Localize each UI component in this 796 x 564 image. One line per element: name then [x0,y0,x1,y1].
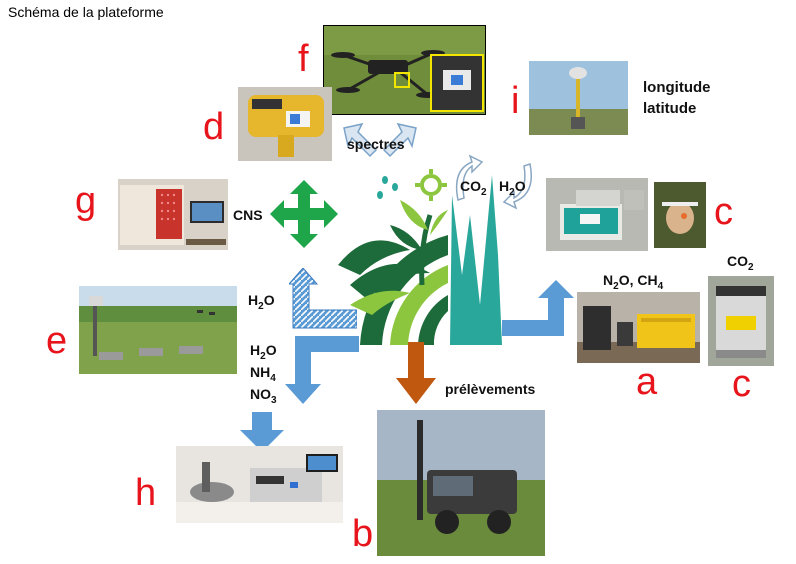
h2o-down-sub: 2 [260,350,266,362]
photo-co2-chamber [708,276,774,366]
nh4-label: NH4 [250,364,276,384]
no3-sub: 3 [271,394,277,406]
co2-right-base: CO [727,253,748,269]
cns-label: CNS [233,207,263,223]
leaching-arrow [285,336,359,404]
no3-label: NO3 [250,386,277,406]
nh4-base: NH [250,364,271,380]
label-letter-b: b [352,513,374,555]
n2o-ch4-p2: O, CH [618,272,658,288]
nh4-sub: 4 [270,372,276,384]
co2-cycle-label: CO2 [460,178,487,198]
h2o-up-sub: 2 [258,300,264,312]
h2o-cycle-sub: 2 [509,186,515,198]
h2o-down-tail: O [265,342,277,358]
n2o-ch4-s2: 4 [657,280,664,292]
photo-drone [323,25,486,115]
label-letter-a: a [636,361,658,403]
h2o-up-arrow [289,268,357,329]
label-letter-i: i [511,80,520,122]
label-letter-e: e [46,320,68,362]
h2o-cycle-tail: O [514,178,526,194]
platform-logo [338,169,502,345]
h2o-up-tail: O [263,292,275,308]
label-letter-d: d [203,106,225,148]
photo-gas-chamber [546,178,648,251]
gas-cycle-arrows [455,154,532,210]
photo-gas-sampling [654,182,706,248]
photo-cns-analyser [118,179,228,250]
label-letter-c-top: c [714,191,733,233]
label-letter-h: h [135,472,157,514]
n2o-ch4-s1: 2 [613,280,619,292]
prelevements-label: prélèvements [445,381,536,397]
longitude-label: longitude [643,79,711,96]
photo-sampling-vehicle [377,410,545,556]
photo-gnss-antenna [529,61,628,135]
h2o-down-base: H [250,342,261,358]
spectres-label: spectres [347,136,405,152]
h2o-cycle-base: H [499,178,510,194]
label-letter-c-bottom: c [732,363,751,405]
emission-arrow [502,280,574,336]
photo-spectrometer [238,87,332,161]
spectres-arrows [343,122,417,158]
sampling-arrow [396,342,436,404]
no3-base: NO [250,386,271,402]
diagram-title: Schéma de la plateforme [8,4,164,20]
co2-cycle-base: CO [460,178,481,194]
photo-lab-analyser [176,446,343,523]
four-way-arrow [270,180,338,248]
latitude-label: latitude [643,100,697,117]
co2-right-label: CO2 [727,253,754,273]
label-letter-g: g [75,180,97,222]
h2o-down-label: H2O [250,342,277,362]
n2o-ch4-p1: N [603,272,614,288]
photo-gas-analysers [577,292,700,363]
label-letter-f: f [298,38,309,80]
co2-right-sub: 2 [748,261,754,273]
co2-cycle-sub: 2 [481,186,487,198]
h2o-up-base: H [248,292,259,308]
photo-field-lysimeter [79,286,237,374]
h2o-up-label: H2O [248,292,275,312]
lab-arrow [240,412,284,452]
h2o-cycle-label: H2O [499,178,526,198]
n2o-ch4-label: N2O, CH4 [603,272,663,292]
